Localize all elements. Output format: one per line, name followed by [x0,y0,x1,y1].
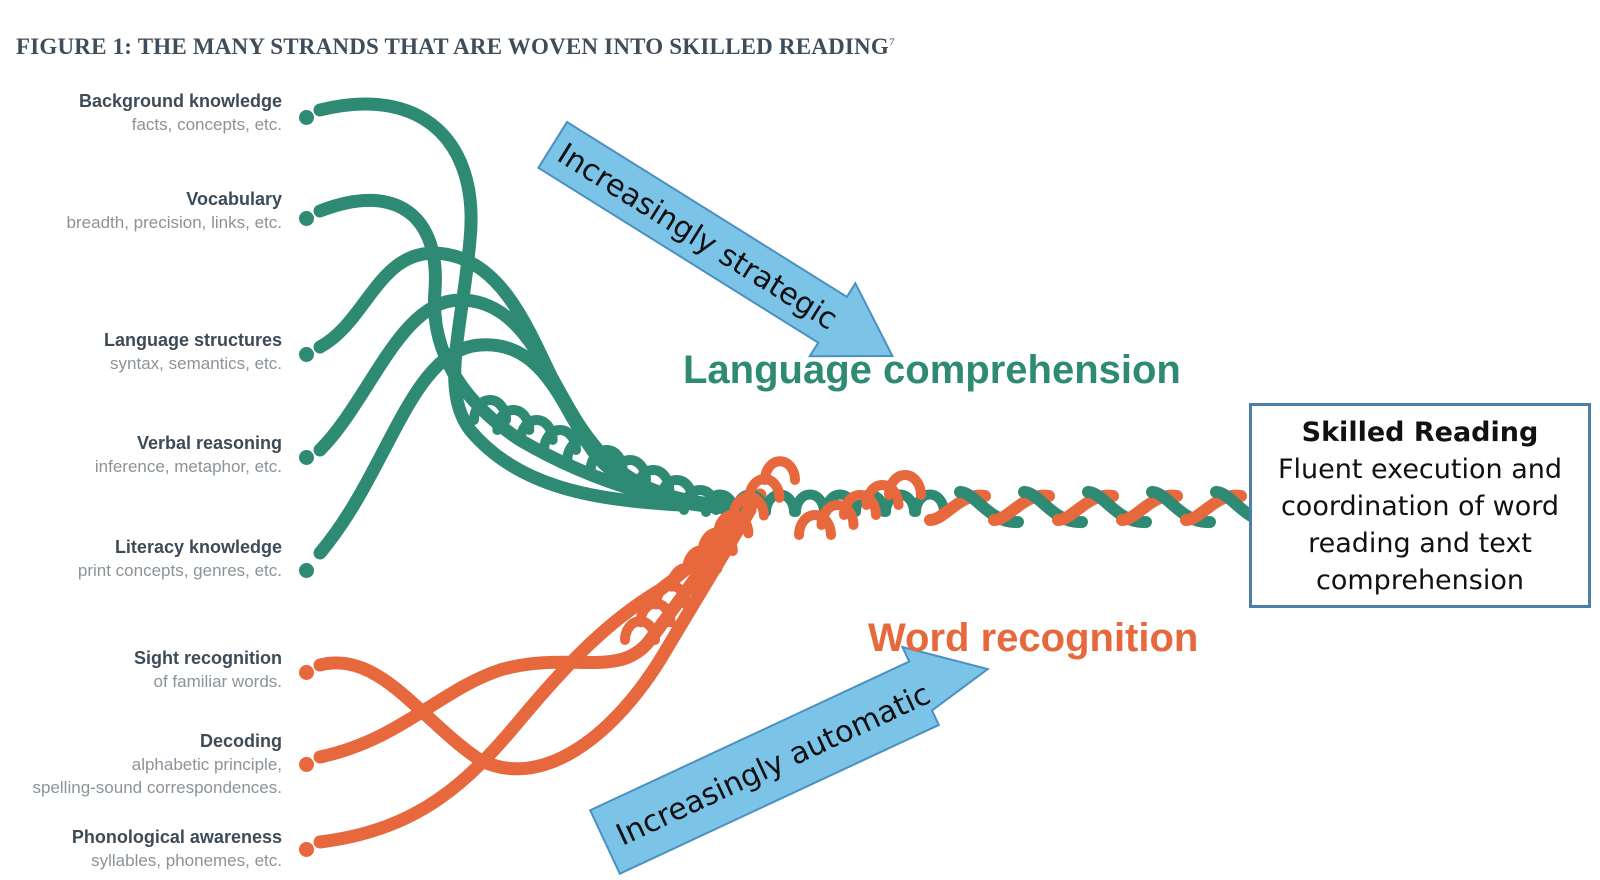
strand-subtitle: facts, concepts, etc. [131,115,282,134]
strand-title: Vocabulary [186,189,282,209]
language-comprehension-label: Language comprehension [683,348,1181,392]
strand-endpoint-dot [299,211,314,226]
language-braid-coil [911,489,949,517]
skilled-reading-title: Skilled Reading [1301,417,1539,448]
braid [469,395,1280,645]
strand-label-decoding: Decoding alphabetic principle, spelling-… [33,730,283,799]
arrow-strategic-label: Increasingly strategic [551,137,843,338]
strand-label-verbal-reasoning: Verbal reasoning inference, metaphor, et… [95,432,282,478]
strand-endpoint-dot [299,563,314,578]
strand-label-literacy-knowledge: Literacy knowledge print concepts, genre… [78,536,282,582]
word-braid-coil [839,490,881,520]
language-braid-coil [791,489,829,517]
figure-title-text: FIGURE 1: THE MANY STRANDS THAT ARE WOVE… [16,34,889,59]
word-braid-coil [861,480,904,510]
strand-title: Decoding [199,731,282,751]
strand-label-phonological-awareness: Phonological awareness syllables, phonem… [72,826,282,872]
skilled-reading-line: Fluent execution and [1278,454,1562,485]
strand-title: Literacy knowledge [114,537,282,557]
skilled-reading-box: Skilled Reading Fluent execution and coo… [1249,403,1591,608]
strand-label-background-knowledge: Background knowledge facts, concepts, et… [79,90,282,136]
language-rope-twist [1018,486,1088,528]
word-braid-coil [884,470,926,500]
strand-subtitle: print concepts, genres, etc. [77,561,282,580]
word-recognition-label: Word recognition [868,616,1199,660]
skilled-reading-line: comprehension [1316,565,1524,596]
strand-title: Background knowledge [78,91,282,111]
skilled-reading-line: coordination of word [1280,491,1560,522]
arrow-automatic-label: Increasingly automatic [611,677,936,853]
strand-title: Language structures [103,330,282,350]
strand-label-language-structures: Language structures syntax, semantics, e… [104,329,282,375]
strand-subtitle: inference, metaphor, etc. [94,457,282,476]
language-strand [313,338,737,560]
strand-endpoint-dot [299,757,314,772]
word-braid-coil [816,500,859,530]
word-braid-coil [794,510,836,540]
strand-title: Phonological awareness [71,827,282,847]
strand-endpoint-dot [299,842,314,857]
strand-endpoint-dot [299,347,314,362]
strand-endpoint-dot [299,110,314,125]
strand-subtitle: breadth, precision, links, etc. [66,213,282,232]
figure-title: FIGURE 1: THE MANY STRANDS THAT ARE WOVE… [16,34,895,60]
strand-label-vocabulary: Vocabulary breadth, precision, links, et… [67,188,282,234]
strand-endpoint-dot [299,450,314,465]
language-rope-twist [1082,486,1152,528]
strand-endpoint-dot [299,665,314,680]
strand-subtitle: alphabetic principle, [131,755,282,774]
strand-subtitle-2: spelling-sound correspondences. [32,778,283,797]
strand-subtitle: syntax, semantics, etc. [110,354,282,373]
strand-title: Sight recognition [134,648,282,668]
strand-subtitle: of familiar words. [153,672,282,691]
strand-subtitle: syllables, phonemes, etc. [91,851,282,870]
strand-title: Verbal reasoning [136,433,282,453]
language-braid-coil [679,485,721,515]
arrow-automatic-shape [588,645,991,876]
language-strand [313,194,707,512]
language-rope-twist [1146,486,1216,528]
figure-footnote: 7 [888,36,895,49]
skilled-reading-line: reading and text [1308,528,1532,559]
word-braid-coil [760,456,800,485]
language-rope-twist [954,486,1024,528]
strand-label-sight-recognition: Sight recognition of familiar words. [134,647,282,693]
arrow-strategic-shape [537,120,895,358]
